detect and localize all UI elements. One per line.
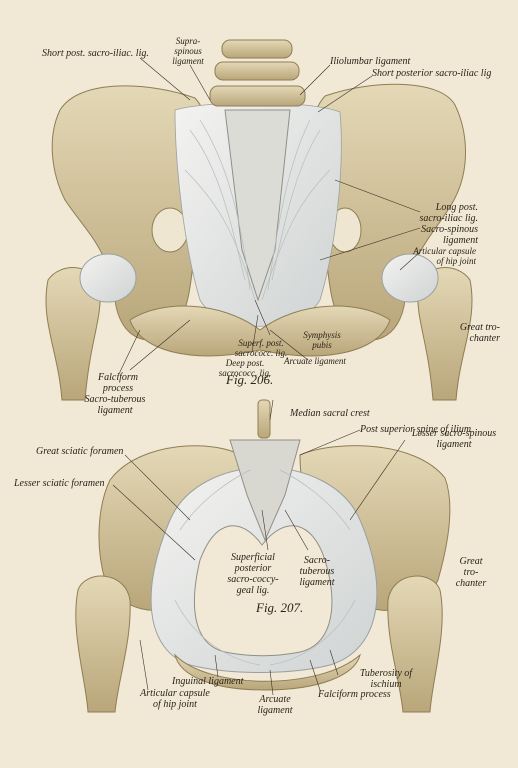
label-superf-post-sacrococc-lig: Superf. post. sacrococc. lig. — [234, 338, 288, 358]
label-short-post-sacro-iliac-lig: Short post. sacro-iliac. lig. — [42, 48, 149, 59]
label-iliolumbar-ligament: Iliolumbar ligament — [330, 56, 411, 67]
fig206-left-femur — [45, 267, 101, 401]
fig207-right-femur — [387, 575, 443, 713]
label-short-posterior-sacro-iliac-lig: Short posterior sacro-iliac lig — [372, 68, 492, 79]
caption-fig-206: Fig. 206. — [226, 372, 274, 387]
label-arcuate-ligament-207: Arcuate ligament — [257, 694, 293, 716]
label-arcuate-ligament-206: Arcuate ligament — [284, 356, 346, 366]
fig206-pubic-arch — [129, 305, 391, 357]
label-sacro-tuberous-ligament-207: Sacro- tuberous ligament — [299, 555, 335, 588]
label-tuberosity-of-ischium: Tuberosity of ischium — [359, 668, 413, 690]
label-sacro-tuberous-ligament-206: Sacro-tuberous ligament — [84, 394, 146, 416]
fig207-left-femur — [75, 575, 131, 713]
label-great-sciatic-foramen: Great sciatic foramen — [36, 446, 124, 457]
label-great-trochanter-207: Great tro- chanter — [455, 556, 487, 589]
label-lesser-sciatic-foramen: Lesser sciatic foramen — [14, 478, 105, 489]
label-articular-capsule-hip-207: Articular capsule of hip joint — [140, 688, 210, 710]
label-long-post-sacro-iliac-lig: Long post. sacro-iliac lig. — [419, 202, 478, 224]
label-falciform-process-207: Falciform process — [318, 689, 391, 700]
label-supraspinous-ligament: Supra- spinous ligament — [172, 36, 204, 66]
fig206-right-femur — [417, 267, 473, 401]
label-median-sacral-crest: Median sacral crest — [290, 408, 370, 419]
label-inguinal-ligament: Inguinal ligament — [172, 676, 244, 687]
label-sacro-spinous-ligament: Sacro-spinous ligament — [421, 224, 478, 246]
label-great-trochanter-206: Great tro- chanter — [459, 322, 500, 344]
fig207-drawing — [75, 399, 451, 713]
label-lesser-sacro-spinous-ligament: Lesser sacro-spinous ligament — [411, 428, 497, 450]
leader-lines — [112, 57, 421, 696]
fig206-drawing — [45, 39, 473, 401]
label-deep-post-sacrococc-lig: Deep post. sacrococc. lig. — [218, 358, 272, 378]
caption-fig-207: Fig. 207. — [256, 600, 304, 615]
label-superficial-posterior-sacrococcygeal-lig: Superficial posterior sacro-coccy- geal … — [227, 552, 279, 596]
fig207-sacrum — [229, 439, 301, 542]
label-symphysis-pubis: Symphysis pubis — [303, 330, 341, 350]
label-articular-capsule-hip-206: Articular capsule of hip joint — [413, 246, 476, 266]
fig207-outlet — [194, 525, 333, 657]
label-falciform-process-206: Falciform process — [98, 372, 138, 394]
label-post-superior-spine-ilium: Post superior spine of ilium — [360, 424, 472, 435]
fig207-pubic-bar — [174, 653, 361, 691]
